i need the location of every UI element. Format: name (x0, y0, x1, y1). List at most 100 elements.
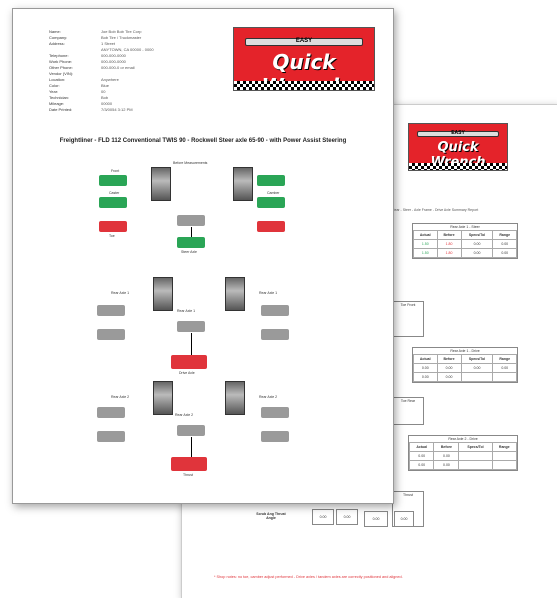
table-cell: 0.00 (492, 239, 517, 249)
info-value: 000-000-0 or email (101, 65, 135, 70)
tire-drive-axle (171, 355, 207, 369)
side-box-2: Toe Rear (392, 397, 424, 425)
footer-note: * Shop notes: no toe, camber adjust perf… (214, 575, 403, 579)
section-label-top: Before Measurements (173, 161, 208, 165)
table-header: Specs/Tol (460, 354, 494, 364)
table-cell (458, 460, 493, 470)
table-header: Specs/Tol (460, 230, 494, 240)
steering-arm-left-image (151, 167, 171, 201)
table-cell: 0.00 (433, 451, 460, 461)
label-rear2-center: Rear Axle 2 (175, 413, 194, 417)
table-header: Before (436, 354, 462, 364)
info-key: Vendor (VIN): (49, 71, 74, 76)
front-brand-logo: EASY Quick Wrench (233, 27, 375, 91)
report-title: Freightliner - FLD 112 Conventional TWIS… (59, 138, 347, 144)
label-drive-axle: Drive Axle (179, 371, 195, 375)
table-header: Range (492, 354, 517, 364)
info-key: Name: (49, 29, 61, 34)
table-header: Specs/Tol (458, 442, 493, 452)
label-rear-right: Rear Axle 1 (259, 291, 278, 295)
table-cell: 0.00 (413, 363, 438, 373)
back-brand-logo: EASY Quick Wrench (408, 123, 508, 171)
arrow-line (191, 333, 192, 355)
bottom-value-box: 0.00 (394, 511, 414, 527)
drive-arm-right-image (225, 277, 245, 311)
label-steer-axle: Steer Axle (181, 250, 197, 254)
info-value: ANYTOWN, CA 00000 - 0000 (101, 47, 154, 52)
steering-arm-right-image (233, 167, 253, 201)
table-cell: 0.00 (413, 372, 438, 382)
table-cell: 1.80 (436, 239, 462, 249)
tire-tandem-right (261, 407, 289, 418)
checker-stripe (409, 163, 507, 170)
table-cell: 1.50 (413, 239, 438, 249)
back-table-1-title: Rear Axle 1 - Steer (450, 225, 480, 229)
table-cell: 1.50 (413, 248, 438, 258)
table-header: Actual (413, 230, 438, 240)
tire-drive-left-2 (97, 329, 125, 340)
drive-arm-left-image (153, 277, 173, 311)
table-cell: 1.80 (436, 248, 462, 258)
tire-tandem-right-2 (261, 431, 289, 442)
info-value: Blue (101, 83, 110, 88)
arrow-line (191, 227, 192, 237)
info-value: 1 Street (101, 41, 116, 46)
info-key: Technician: (49, 95, 70, 100)
bottom-value-box: 0.00 (312, 509, 334, 525)
table-cell: 0.00 (408, 460, 435, 470)
info-value: Bob Tire / Truckmaster (101, 35, 142, 40)
info-key: Color: (49, 83, 60, 88)
info-value: 000-000-0000 (101, 53, 126, 58)
table-cell (491, 460, 518, 470)
info-value: 00 (101, 89, 106, 94)
bottom-row: Scrub Ang Thrust Angle 0.00 0.00 0.00 0.… (252, 509, 422, 527)
info-key: Address: (49, 41, 65, 46)
table-cell (491, 451, 518, 461)
table-cell: 0.00 (460, 248, 494, 258)
wrench-icon (245, 38, 363, 46)
table-cell: 0.00 (460, 363, 494, 373)
arrow-line (191, 437, 192, 457)
info-value: Bob (101, 95, 109, 100)
customer-info: Name:Joe Bob Bob Tire Corp Company:Bob T… (49, 29, 181, 113)
table-cell (460, 372, 494, 382)
info-value: Joe Bob Bob Tire Corp (101, 29, 142, 34)
tire-toe-right (257, 221, 285, 232)
tire-tandem-left (97, 407, 125, 418)
tire-caster-left (99, 197, 127, 208)
label-rear-left: Rear Axle 1 (111, 291, 130, 295)
checker-stripe (234, 81, 374, 90)
table-cell: 0.00 (408, 451, 435, 461)
info-key: Mileage: (49, 101, 65, 106)
info-key: Telephone: (49, 53, 69, 58)
table-cell (492, 372, 517, 382)
back-brand-tagline: EASY (451, 130, 465, 136)
back-table-3-title: Rear Axle 2 - Drive (448, 437, 478, 441)
table-header: Actual (413, 354, 438, 364)
info-key: Year: (49, 89, 59, 94)
tire-drive-right (261, 305, 289, 316)
table-header: Before (436, 230, 462, 240)
info-value: 7/3/0054 3:12 PM (101, 107, 133, 112)
tire-center (177, 215, 205, 226)
info-value: 00000 (101, 101, 113, 106)
label-caster: Caster (109, 191, 120, 195)
table-cell: 0.00 (436, 363, 462, 373)
table-cell: 0.00 (436, 372, 462, 382)
tire-front-left (99, 175, 127, 186)
table-cell: 0.00 (492, 248, 517, 258)
front-brand-tagline: EASY (295, 38, 313, 44)
table-header: Before (433, 442, 460, 452)
table-cell: 0.00 (460, 239, 494, 249)
info-value: Anywhere (101, 77, 119, 82)
tandem-arm-right-image (225, 381, 245, 415)
label-rear2-left: Rear Axle 2 (111, 395, 130, 399)
tire-tandem-left-2 (97, 431, 125, 442)
table-cell: 0.00 (433, 460, 460, 470)
table-header: Range (491, 442, 518, 452)
tire-tandem-axle (171, 457, 207, 471)
wrench-icon (416, 131, 500, 137)
tire-toe-left (99, 221, 127, 232)
